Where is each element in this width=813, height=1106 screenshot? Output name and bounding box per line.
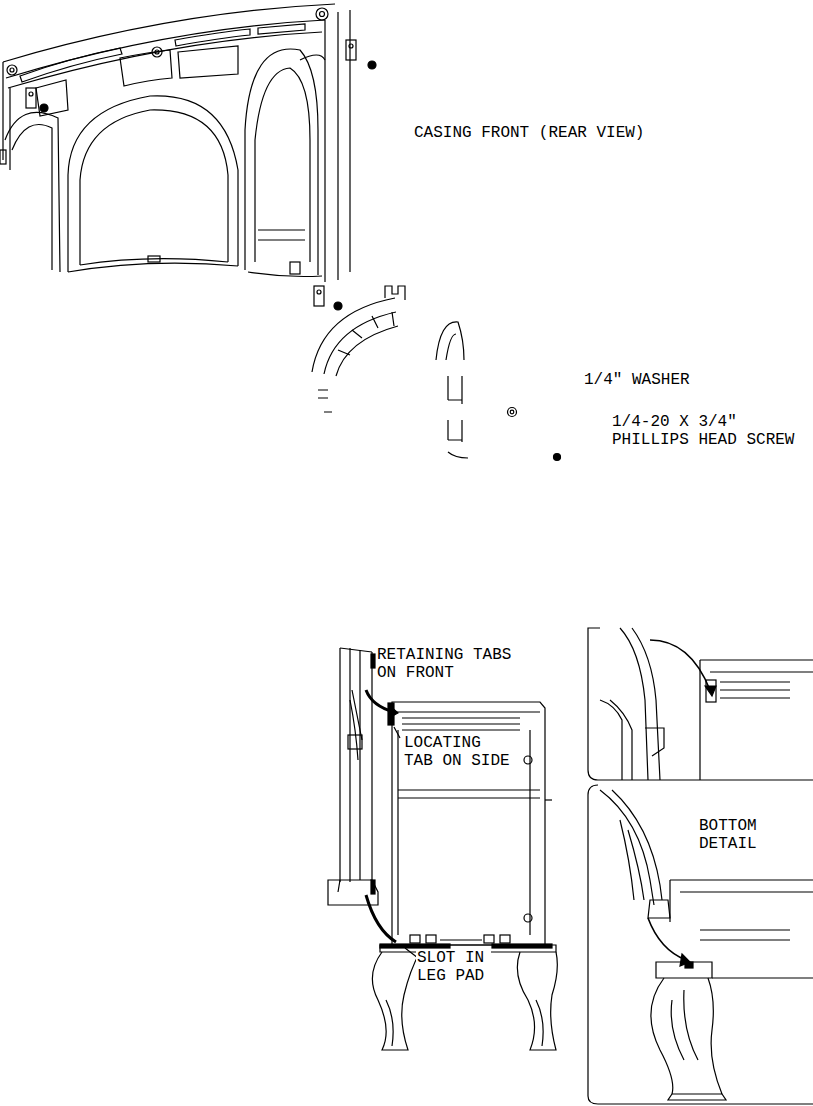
detail-title: BOTTOM DETAIL [698, 817, 763, 853]
part-label: 1/4" WASHER [583, 371, 691, 389]
part-label: LOCATING TAB ON SIDE [403, 734, 516, 770]
part-label: SLOT IN LEG PAD [416, 949, 491, 985]
part-label: RETAINING TABS ON FRONT [376, 646, 528, 682]
part-label: 1/4-20 X 3/4" PHILLIPS HEAD SCREW [611, 413, 801, 449]
part-label: CASING FRONT (REAR VIEW) [413, 124, 645, 142]
